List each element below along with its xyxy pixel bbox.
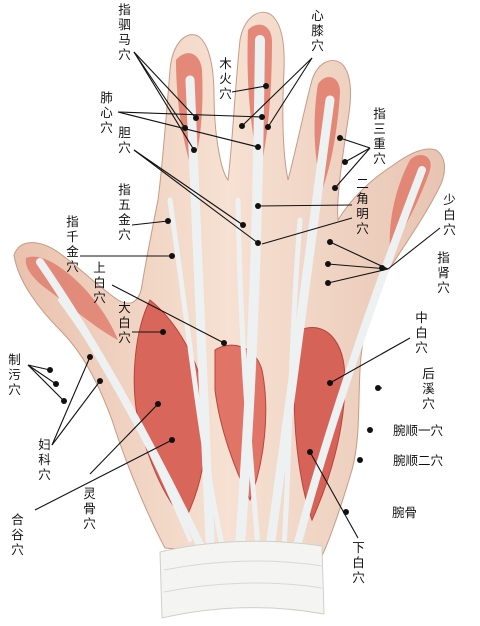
point-shen-2 <box>325 261 331 267</box>
label-zhijumaxue: 指驷马穴 <box>118 2 131 62</box>
label-zhixiexue: 制污穴 <box>8 352 21 397</box>
point-dan-1 <box>240 222 246 228</box>
label-erjiaomingxue: 二角明穴 <box>356 176 369 236</box>
tendon-middle <box>235 35 265 550</box>
point-shen-3 <box>325 280 331 286</box>
label-shaobaixue: 少白穴 <box>443 192 456 237</box>
label-shangbaixue: 上白穴 <box>93 260 106 305</box>
label-wangu: 腕骨 <box>392 505 418 520</box>
label-xiabaixue: 下白穴 <box>352 540 365 585</box>
point-zhijuma-3 <box>191 147 197 153</box>
leader-lines <box>27 51 441 539</box>
point-zhixie-2 <box>53 381 59 387</box>
point-wangu <box>343 509 349 515</box>
label-linggu: 灵骨穴 <box>83 486 96 531</box>
point-xinxi-1 <box>265 124 271 130</box>
label-wanshunyixue: 腕顺一穴 <box>393 423 444 438</box>
point-erjiaoming-1 <box>255 203 261 209</box>
wrist-wrap <box>159 540 325 619</box>
point-shen-1 <box>327 239 333 245</box>
label-zhiwujinxue: 指五金穴 <box>118 182 131 242</box>
tendon-ring <box>265 95 335 553</box>
point-xiabai <box>307 449 313 455</box>
point-dan-2 <box>255 240 261 246</box>
label-zhongbaixue: 中白穴 <box>415 310 428 355</box>
point-wujin <box>165 218 171 224</box>
point-feixin-2 <box>255 144 261 150</box>
tendon-d <box>58 298 192 542</box>
point-fuke-2 <box>97 378 103 384</box>
label-zhisanzhongxue: 指三重穴 <box>373 106 386 166</box>
label-zhiqianjinxue: 指千金穴 <box>66 214 79 274</box>
point-zhixie-1 <box>47 367 53 373</box>
point-muhuo <box>263 83 269 89</box>
point-sanzhong-1 <box>337 135 343 141</box>
label-heguxue: 合谷穴 <box>11 512 24 557</box>
point-zhijuma-2 <box>182 125 188 131</box>
tendon-little <box>292 166 426 554</box>
point-shaobai <box>379 265 385 271</box>
label-muhuoxue: 木火穴 <box>219 56 232 101</box>
label-dabaixue: 大白穴 <box>118 300 131 345</box>
label-danxue: 胆穴 <box>118 125 131 155</box>
point-wanshun-2 <box>357 457 363 463</box>
label-wanshunerxue: 腕顺二穴 <box>393 453 444 468</box>
tendon-a <box>167 197 225 548</box>
point-zhongbai <box>327 380 333 386</box>
hypothenar-muscle <box>293 327 346 522</box>
label-houxixue: 后溪穴 <box>422 366 435 411</box>
point-sanzhong-2 <box>342 159 348 165</box>
label-feixinxue: 肺心穴 <box>100 90 113 135</box>
tendons <box>36 35 426 554</box>
point-feixin-1 <box>259 114 265 120</box>
point-xinxi-2 <box>239 123 245 129</box>
point-zhijuma-1 <box>193 115 199 121</box>
label-zhishenxue: 指肾穴 <box>437 250 450 295</box>
point-fuke-1 <box>87 354 93 360</box>
label-fukexue: 妇科穴 <box>38 437 51 482</box>
point-hegu <box>169 437 175 443</box>
point-linggu <box>155 401 161 407</box>
point-shangbai <box>221 340 227 346</box>
point-sanzhong-3 <box>332 185 338 191</box>
acupoints <box>47 83 385 515</box>
point-qianjin <box>169 253 175 259</box>
point-zhixie-3 <box>61 398 67 404</box>
tendon-b <box>235 197 261 551</box>
point-dabai <box>160 329 166 335</box>
tendon-c <box>281 217 303 551</box>
point-houxi <box>375 385 381 391</box>
label-xinxixue: 心膝穴 <box>311 8 324 53</box>
point-wanshun-1 <box>367 427 373 433</box>
